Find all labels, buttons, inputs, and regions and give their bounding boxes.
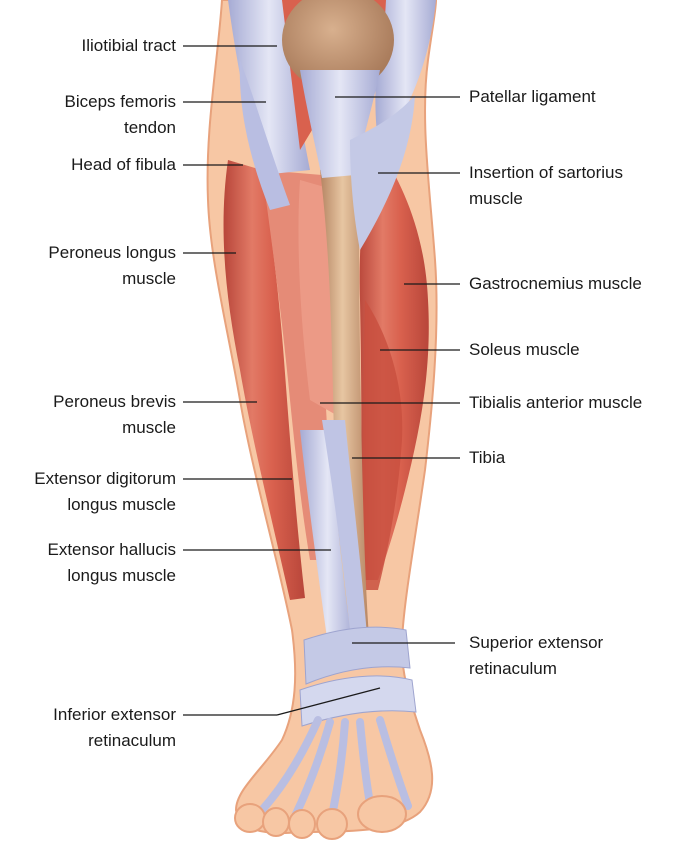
leader-lines [183, 45, 460, 716]
label-peroneus-brevis-line2: muscle [122, 418, 176, 437]
label-patellar-ligament-line1: Patellar ligament [469, 87, 596, 106]
label-tibia-line1: Tibia [469, 448, 506, 467]
label-head-of-fibula: Head of fibula [71, 152, 176, 178]
label-extensor-digitorum-line2: longus muscle [67, 495, 176, 514]
tibia-shape [320, 164, 370, 652]
label-gastrocnemius: Gastrocnemius muscle [469, 271, 642, 297]
patella-shape [282, 0, 394, 92]
label-biceps-femoris-tendon: Biceps femoris tendon [65, 89, 176, 141]
label-inferior-retinaculum-line2: retinaculum [88, 731, 176, 750]
label-soleus: Soleus muscle [469, 337, 580, 363]
label-peroneus-longus: Peroneus longus muscle [48, 240, 176, 292]
label-biceps-femoris-line2: tendon [124, 118, 176, 137]
label-extensor-hallucis-longus: Extensor hallucis longus muscle [47, 537, 176, 589]
label-insertion-of-sartorius: Insertion of sartorius muscle [469, 160, 623, 212]
label-superior-extensor-retinaculum: Superior extensor retinaculum [469, 630, 603, 682]
extensor-tendons-shape [300, 430, 355, 660]
label-iliotibial-tract: Iliotibial tract [82, 33, 176, 59]
label-superior-retinaculum-line1: Superior extensor [469, 633, 604, 652]
label-iliotibial-tract-line1: Iliotibial tract [81, 36, 176, 55]
label-peroneus-brevis: Peroneus brevis muscle [53, 389, 176, 441]
label-sartorius-line1: Insertion of sartorius [469, 163, 624, 182]
label-head-of-fibula-line1: Head of fibula [71, 155, 176, 174]
label-superior-retinaculum-line2: retinaculum [469, 659, 557, 678]
label-extensor-digitorum-longus: Extensor digitorum longus muscle [34, 466, 176, 518]
foot-tendons [258, 716, 412, 820]
tibialis-tendon-shape [322, 420, 368, 650]
label-patellar-ligament: Patellar ligament [469, 84, 596, 110]
iliotibial-tract-shape [228, 0, 310, 175]
label-peroneus-longus-line1: Peroneus longus [48, 243, 176, 262]
label-peroneus-longus-line2: muscle [122, 269, 176, 288]
label-soleus-line1: Soleus muscle [469, 340, 580, 359]
label-gastrocnemius-line1: Gastrocnemius muscle [469, 274, 642, 293]
soleus-shape [362, 300, 403, 590]
label-inferior-extensor-retinaculum: Inferior extensor retinaculum [53, 702, 176, 754]
label-biceps-femoris-line1: Biceps femoris [64, 92, 176, 111]
label-peroneus-brevis-line1: Peroneus brevis [53, 392, 176, 411]
label-sartorius-line2: muscle [469, 189, 523, 208]
peroneus-muscle-shape [223, 160, 305, 600]
label-extensor-digitorum-line1: Extensor digitorum [34, 469, 176, 488]
superior-retinaculum-shape [303, 626, 411, 685]
leader-inferior-retinaculum-b [276, 687, 381, 716]
label-extensor-hallucis-line2: longus muscle [67, 566, 176, 585]
biceps-femoris-tendon-shape [239, 60, 290, 210]
toes [234, 795, 407, 840]
label-tibialis-anterior: Tibialis anterior muscle [469, 390, 642, 416]
label-tibialis-anterior-line1: Tibialis anterior muscle [469, 393, 643, 412]
label-extensor-hallucis-line1: Extensor hallucis [47, 540, 176, 559]
label-tibia: Tibia [469, 445, 505, 471]
label-inferior-retinaculum-line1: Inferior extensor [53, 705, 176, 724]
